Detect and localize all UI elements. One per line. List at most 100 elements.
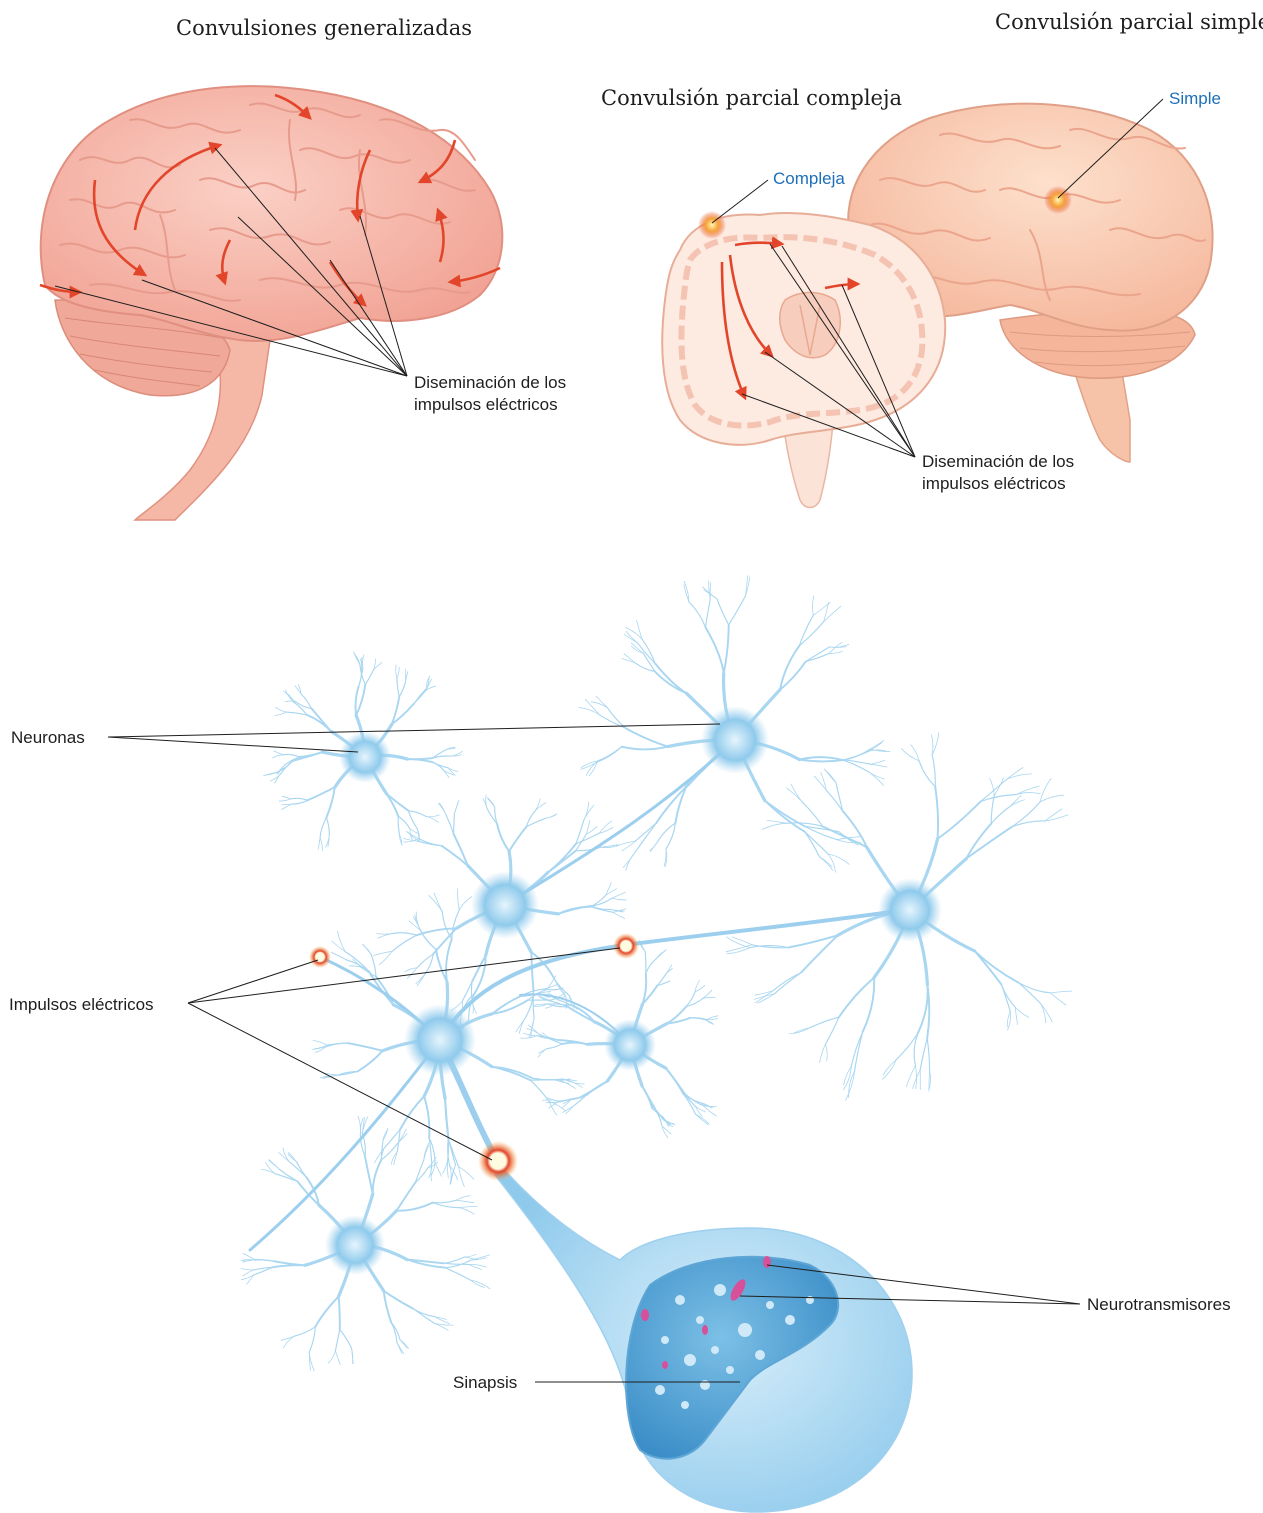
- dendrite: [424, 1096, 429, 1138]
- dendrite: [426, 817, 438, 823]
- dendrite: [365, 1157, 373, 1194]
- synapse-label: Sinapsis: [453, 1372, 517, 1394]
- dendrite: [458, 889, 460, 910]
- dendrite: [365, 669, 374, 685]
- dendrite: [261, 1170, 275, 1174]
- dendrite: [981, 795, 1017, 802]
- title-generalized: Convulsiones generalizadas: [176, 16, 472, 40]
- dendrite: [492, 1067, 530, 1081]
- neuron-soma: [404, 1004, 476, 1076]
- dendrite: [717, 599, 729, 625]
- dendrite: [820, 1044, 826, 1062]
- dendrite: [288, 1154, 296, 1161]
- dendrite: [434, 1317, 449, 1324]
- dendrite: [315, 1296, 338, 1326]
- dendrite: [387, 794, 409, 811]
- dendrite: [626, 729, 668, 747]
- dendrite: [767, 820, 787, 823]
- impulse-marker: [478, 1141, 518, 1181]
- dendrite: [279, 799, 291, 801]
- spread-label-right-line2: impulsos eléctricos: [922, 473, 1074, 495]
- dendrite: [547, 976, 556, 990]
- dendrite: [459, 897, 472, 910]
- dendrite: [275, 774, 281, 783]
- dendrite: [335, 1072, 357, 1076]
- dendrite: [397, 667, 399, 678]
- dendrite: [369, 971, 394, 1005]
- dendrite: [1019, 983, 1051, 993]
- dendrite: [443, 1162, 448, 1174]
- dendrite: [408, 811, 426, 817]
- dendrite: [279, 1153, 290, 1162]
- dendrite: [1041, 1004, 1053, 1022]
- neuron-somas: [325, 706, 942, 1275]
- dendrite: [531, 952, 533, 991]
- spread-label-left-line1: Diseminación de los: [414, 372, 566, 394]
- dendrite: [280, 1170, 298, 1182]
- dendrite: [612, 892, 625, 898]
- dendrite: [398, 817, 399, 835]
- dendrite: [283, 754, 300, 756]
- dendrite: [277, 761, 293, 772]
- dendrite: [400, 1096, 424, 1129]
- dendrite: [991, 796, 994, 824]
- dendrite: [586, 821, 590, 835]
- dendrite: [624, 654, 635, 663]
- dendrite: [396, 665, 397, 678]
- dendrite: [381, 1144, 397, 1160]
- dendrite: [371, 954, 376, 976]
- dendrite: [270, 774, 280, 781]
- dendrite: [645, 952, 646, 974]
- dendrite: [339, 1296, 340, 1329]
- dendrite: [800, 760, 845, 762]
- dendrite: [383, 1130, 387, 1141]
- dendrite: [408, 759, 433, 762]
- simple-label: Simple: [1169, 88, 1221, 110]
- dendrite: [536, 799, 541, 811]
- dendrite: [332, 941, 346, 952]
- neurons-label: Neuronas: [11, 727, 85, 749]
- dendrite: [546, 1102, 560, 1103]
- dendrite: [400, 1340, 407, 1348]
- dendrite: [417, 954, 433, 968]
- dendrite: [1050, 993, 1066, 1005]
- dendrite: [935, 786, 938, 838]
- dendrite: [636, 823, 656, 851]
- dendrite: [545, 815, 556, 818]
- dendrite: [646, 958, 657, 973]
- title-simple-partial: Convulsión parcial simple: [995, 10, 1263, 34]
- dendrite: [255, 1260, 274, 1261]
- dendrite: [724, 625, 729, 674]
- neurotransmitters-label: Neurotransmisores: [1087, 1294, 1231, 1316]
- impulse-marker: [309, 946, 331, 968]
- dendrite: [576, 834, 587, 851]
- dendrite: [320, 818, 326, 838]
- dendrite: [799, 615, 813, 646]
- dendrite: [612, 898, 627, 900]
- dendrite: [911, 745, 919, 761]
- dendrite: [539, 1049, 547, 1053]
- dendrite: [975, 951, 1002, 985]
- dendrite: [869, 772, 884, 785]
- dendrite: [650, 840, 659, 852]
- dendrite: [882, 1060, 896, 1079]
- dendrite: [426, 815, 439, 817]
- dendrite: [820, 857, 833, 871]
- dendrite: [902, 749, 920, 761]
- dendrite: [444, 1257, 465, 1263]
- dendrite: [497, 824, 509, 851]
- dendrite: [414, 691, 426, 704]
- dendrite: [348, 1043, 383, 1051]
- dendrite: [799, 622, 823, 646]
- dendrite: [358, 1116, 361, 1133]
- dendrite: [1050, 991, 1072, 993]
- dendrite: [274, 751, 283, 755]
- dendrite: [704, 1106, 717, 1107]
- dendrite: [377, 934, 392, 935]
- dendrite: [460, 1206, 478, 1207]
- dendrite: [281, 1336, 294, 1340]
- dendrite: [689, 602, 706, 627]
- dendrite: [662, 1126, 668, 1138]
- simple-focus-marker: [1044, 186, 1072, 214]
